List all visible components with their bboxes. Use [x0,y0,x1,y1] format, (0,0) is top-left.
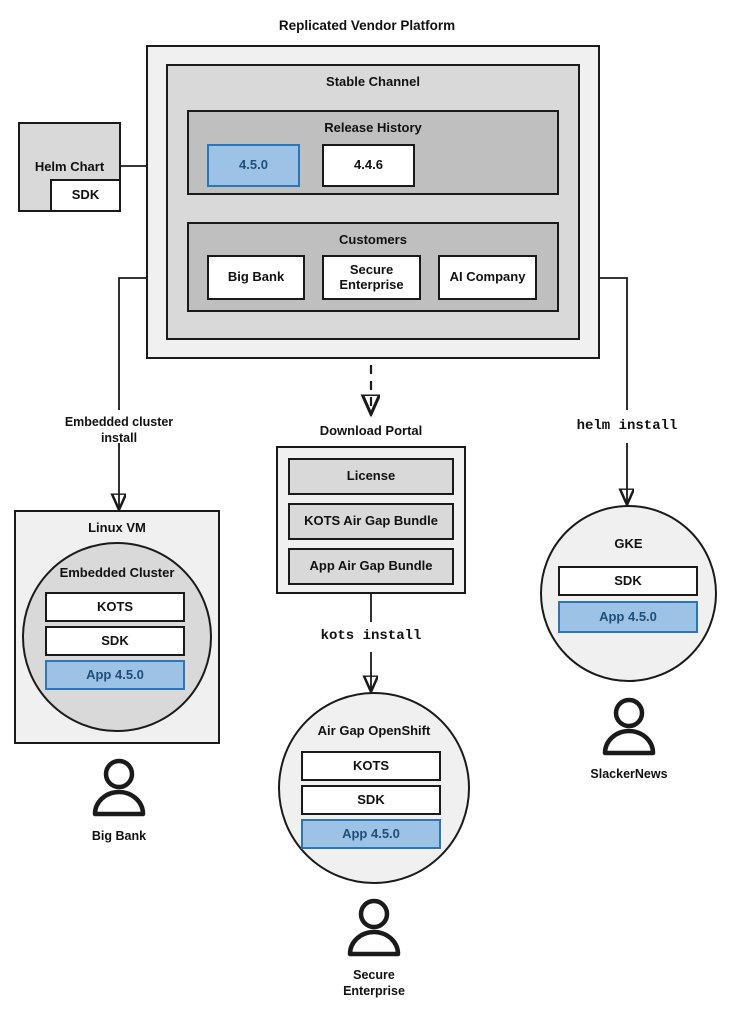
avatar-slackernews [598,697,660,757]
component-label: App 4.5.0 [599,608,657,624]
linux-vm-component-sdk[interactable]: SDK [45,626,185,656]
customer-box-big-bank[interactable]: Big Bank [207,255,305,300]
component-label: App 4.5.0 [342,825,400,841]
customer-name: Secure Enterprise [339,261,404,292]
component-label: SDK [357,791,385,807]
customer-box-secure-enterprise[interactable]: Secure Enterprise [322,255,421,300]
person-icon [347,898,401,957]
helm-chart-box[interactable]: Helm Chart [18,122,121,212]
download-portal-artifact-license[interactable]: License [288,458,454,495]
linux-vm-customer-label: Big Bank [91,829,147,843]
avatar-secure-enterprise [343,898,405,958]
flow-label-helm-install: helm install [576,418,678,434]
gke-component-app[interactable]: App 4.5.0 [558,601,698,633]
gke-label: GKE [614,536,643,551]
component-label: KOTS [352,757,390,773]
customer-box-ai-company[interactable]: AI Company [438,255,537,300]
component-label: App 4.5.0 [86,666,144,682]
gke-customer-label: SlackerNews [590,767,668,781]
download-portal-artifact-kots-airgap[interactable]: KOTS Air Gap Bundle [288,503,454,540]
linux-vm-label: Linux VM [88,520,146,535]
person-icon [602,697,656,756]
airgap-component-app[interactable]: App 4.5.0 [301,819,441,849]
page-title: Replicated Vendor Platform [278,18,456,33]
customers-label: Customers [339,232,407,247]
release-version-label: 4.5.0 [239,157,268,173]
person-icon [92,758,146,817]
helm-chart-sdk-label: SDK [71,187,100,203]
artifact-label: KOTS Air Gap Bundle [304,513,438,529]
artifact-label: License [346,468,396,484]
gke-component-sdk[interactable]: SDK [558,566,698,596]
release-version-4-4-6[interactable]: 4.4.6 [322,144,415,187]
helm-chart-sdk-box[interactable]: SDK [50,179,121,212]
component-label: KOTS [96,598,134,614]
helm-chart-label: Helm Chart [34,158,105,174]
embedded-cluster-label: Embedded Cluster [59,565,175,580]
download-portal-artifact-app-airgap[interactable]: App Air Gap Bundle [288,548,454,585]
component-label: SDK [614,572,642,588]
flow-label-embedded-install: Embedded cluster install [64,415,174,445]
release-history-label: Release History [324,120,422,135]
release-version-label: 4.4.6 [354,157,383,173]
flow-label-kots-install: kots install [320,628,422,644]
download-portal-label: Download Portal [319,423,423,438]
linux-vm-component-kots[interactable]: KOTS [45,592,185,622]
airgap-customer-label: Secure Enterprise [343,968,405,998]
customer-name: AI Company [449,269,526,285]
customer-name: Big Bank [227,269,285,285]
component-label: SDK [101,632,129,648]
airgap-component-kots[interactable]: KOTS [301,751,441,781]
airgap-component-sdk[interactable]: SDK [301,785,441,815]
linux-vm-component-app[interactable]: App 4.5.0 [45,660,185,690]
stable-channel-label: Stable Channel [326,74,420,89]
artifact-label: App Air Gap Bundle [309,558,433,574]
release-version-4-5-0[interactable]: 4.5.0 [207,144,300,187]
avatar-big-bank [88,758,150,818]
airgap-openshift-label: Air Gap OpenShift [317,723,431,738]
